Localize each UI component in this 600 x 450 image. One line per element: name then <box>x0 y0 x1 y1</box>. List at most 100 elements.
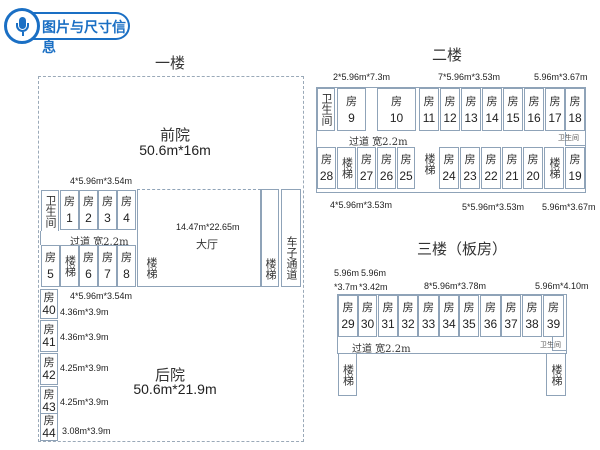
stairs-label: 楼梯 <box>548 157 561 179</box>
car-passage-label: 车子通道 <box>285 236 298 280</box>
room-label: 房 <box>485 153 497 166</box>
floor1-toilet-label: 卫生间 <box>44 194 57 228</box>
room-number: 31 <box>381 317 395 331</box>
room-label: 房 <box>43 356 55 369</box>
room-label: 房 <box>486 94 498 108</box>
floor3-small-toilet <box>552 337 566 351</box>
room-42-dim: 4.25m*3.9m <box>60 363 109 373</box>
room-38: 房 38 <box>522 295 542 337</box>
floor2-dim-top-mid: 7*5.96m*3.53m <box>438 72 501 82</box>
floor1-stairs-left: 楼梯 <box>60 245 79 287</box>
floor1-hall <box>137 189 261 287</box>
stairs-label: 楼梯 <box>340 157 354 179</box>
room-21: 房 21 <box>502 147 522 189</box>
room-label: 房 <box>102 195 113 208</box>
floor1-corridor-label: 过道 宽2.2m <box>70 237 129 248</box>
room-number: 37 <box>504 317 518 331</box>
room-label: 房 <box>528 94 540 108</box>
room-number: 12 <box>443 110 457 125</box>
floor3-dim-b-line1: 5.96m <box>361 268 387 278</box>
floor2-small-toilet <box>565 132 585 146</box>
floor1-bottom-rooms-dim: 4*5.96m*3.54m <box>70 291 133 301</box>
stairs-label: 楼梯 <box>341 363 355 386</box>
header-badge: 图片与尺寸信息 <box>4 8 132 56</box>
room-number: 20 <box>526 169 540 183</box>
room-label: 房 <box>423 94 435 108</box>
floor3-stairs-left: 楼梯 <box>338 353 357 396</box>
floor1-site-boundary <box>38 76 304 442</box>
floor2-dim-top-right: 5.96m*3.67m <box>534 72 588 82</box>
room-44-dim: 3.08m*3.9m <box>62 426 111 436</box>
front-yard-name: 前院 <box>159 126 190 144</box>
room-label: 房 <box>423 301 434 314</box>
microphone-icon <box>4 8 40 44</box>
room-label: 房 <box>443 153 455 166</box>
room-number: 22 <box>484 169 498 183</box>
room-label: 房 <box>342 301 354 314</box>
room-label: 房 <box>548 301 559 314</box>
back-yard-name: 后院 <box>154 366 185 384</box>
front-yard-dim: 50.6m*16m <box>139 142 211 158</box>
room-label: 房 <box>83 195 94 208</box>
floor3-dim-a-line2: *3.7m <box>334 282 358 292</box>
floor2-small-toilet-label: 卫生间 <box>558 134 579 142</box>
room-number: 40 <box>42 303 56 317</box>
stairs-label: 楼梯 <box>550 363 563 386</box>
room-number: 42 <box>42 368 56 382</box>
room-label: 房 <box>507 94 519 108</box>
room-label: 房 <box>321 153 332 166</box>
room-number: 38 <box>525 317 539 331</box>
room-label: 房 <box>465 94 477 108</box>
room-40-dim: 4.36m*3.9m <box>60 307 109 317</box>
room-number: 3 <box>104 211 111 225</box>
hall-stairs-label: 楼梯 <box>145 257 158 279</box>
room-label: 房 <box>64 195 75 208</box>
floor2-dim-top-left: 2*5.96m*7.3m <box>333 72 391 82</box>
room-label: 房 <box>121 251 132 264</box>
room-label: 房 <box>391 94 402 108</box>
room-label: 房 <box>506 153 518 166</box>
room-label: 房 <box>549 94 561 108</box>
floor2-stairs-1: 楼梯 <box>337 147 356 189</box>
back-yard-dim: 50.6m*21.9m <box>133 381 217 397</box>
room-label: 房 <box>569 94 581 108</box>
room-number: 21 <box>505 169 519 183</box>
room-number: 8 <box>123 267 130 281</box>
room-label: 房 <box>43 323 55 336</box>
floor2-dim-bottom-mid: 5*5.96m*3.53m <box>462 202 525 212</box>
room-number: 36 <box>483 317 498 331</box>
floor3-dim-right: 5.96m*4.10m <box>535 281 589 291</box>
room-label: 房 <box>526 301 538 314</box>
floor3-small-toilet-label: 卫生间 <box>540 341 561 349</box>
stairs-label: 楼梯 <box>63 255 77 277</box>
room-number: 5 <box>47 267 54 281</box>
room-number: 17 <box>548 110 562 125</box>
room-number: 33 <box>421 317 436 331</box>
floor2-dim-bottom-left: 4*5.96m*3.53m <box>330 200 393 210</box>
floor2-corridor-label: 过道 宽2.2m <box>349 137 408 148</box>
room-number: 26 <box>379 169 394 183</box>
